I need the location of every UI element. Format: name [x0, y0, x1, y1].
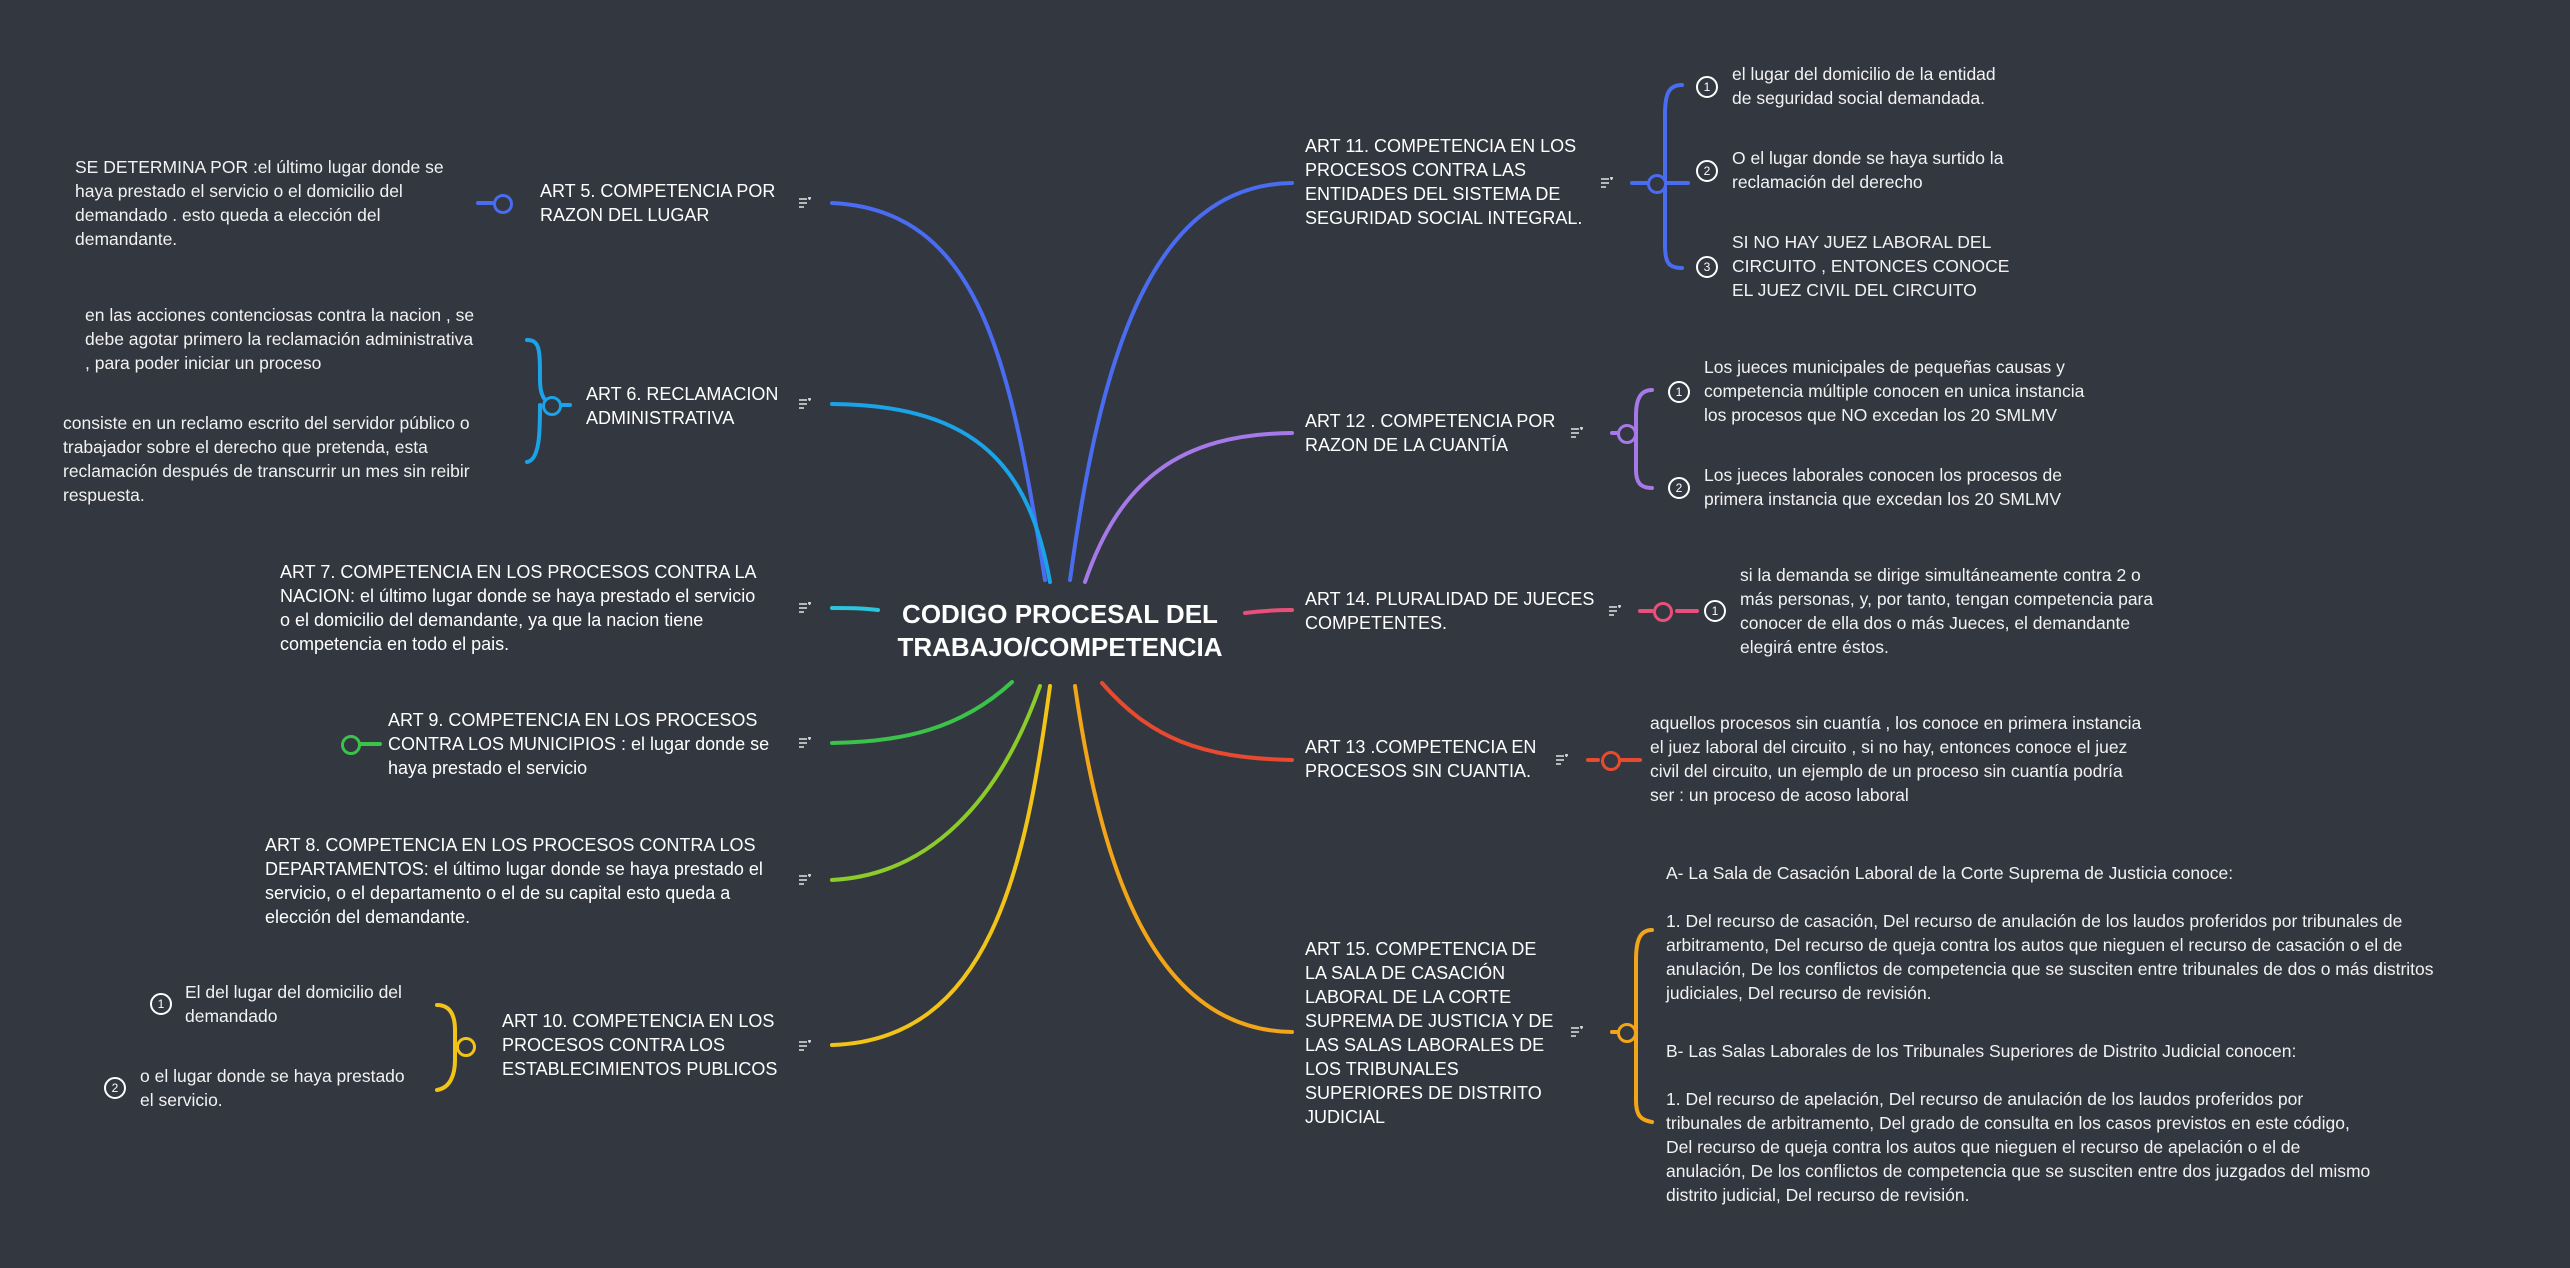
subtopic-art12-item-2[interactable]: Los jueces laborales conocen los proceso…	[1704, 465, 2062, 509]
note-icon[interactable]	[1570, 427, 1584, 439]
junction-dot-art9[interactable]	[341, 735, 361, 755]
number-badge-art11-1: 1	[1696, 76, 1718, 98]
topic-art14[interactable]: ART 14. PLURALIDAD DE JUECES COMPETENTES…	[1305, 589, 1595, 633]
junction-dot-art5[interactable]	[493, 194, 513, 214]
topic-art6[interactable]: ART 6. RECLAMACION ADMINISTRATIVA	[586, 384, 779, 428]
subtopic-art11-item-1[interactable]: el lugar del domicilio de la entidad de …	[1732, 64, 1996, 108]
junction-dot-art14[interactable]	[1653, 602, 1673, 622]
topic-art7[interactable]: ART 7. COMPETENCIA EN LOS PROCESOS CONTR…	[280, 562, 757, 654]
subtopic-art6-item-2[interactable]: consiste en un reclamo escrito del servi…	[63, 413, 470, 505]
subtopic-art11-item-3[interactable]: SI NO HAY JUEZ LABORAL DEL CIRCUITO , EN…	[1732, 232, 2010, 300]
number-badge-art11-2: 2	[1696, 160, 1718, 182]
note-icon[interactable]	[798, 737, 812, 749]
junction-dot-art13[interactable]	[1601, 751, 1621, 771]
note-icon[interactable]	[1570, 1026, 1584, 1038]
subtopic-art6-item-1[interactable]: en las acciones contenciosas contra la n…	[85, 305, 475, 373]
connector-art14	[1243, 608, 1294, 615]
junction-dot-art6[interactable]	[542, 396, 562, 416]
connector-art10	[830, 684, 1052, 1047]
topic-art11[interactable]: ART 11. COMPETENCIA EN LOS PROCESOS CONT…	[1305, 136, 1583, 228]
connector-art11	[1068, 181, 1294, 582]
junction-dot-art11[interactable]	[1647, 174, 1667, 194]
connector-art6	[830, 402, 1052, 584]
bracket-art12	[1634, 388, 1654, 490]
topic-art8[interactable]: ART 8. COMPETENCIA EN LOS PROCESOS CONTR…	[265, 835, 763, 927]
subtopic-art15-item-a[interactable]: A- La Sala de Casación Laboral de la Cor…	[1666, 863, 2434, 1003]
subtopic-art5-detail[interactable]: SE DETERMINA POR :el último lugar donde …	[75, 157, 444, 249]
topic-art12[interactable]: ART 12 . COMPETENCIA POR RAZON DE LA CUA…	[1305, 411, 1556, 455]
topic-art13[interactable]: ART 13 .COMPETENCIA EN PROCESOS SIN CUAN…	[1305, 737, 1537, 781]
subtopic-art11-item-2[interactable]: O el lugar donde se haya surtido la recl…	[1732, 148, 2004, 192]
connector-art5	[830, 201, 1047, 582]
note-icon[interactable]	[1608, 605, 1622, 617]
note-icon[interactable]	[798, 874, 812, 886]
note-icon[interactable]	[798, 602, 812, 614]
topic-art10[interactable]: ART 10. COMPETENCIA EN LOS PROCESOS CONT…	[502, 1011, 778, 1079]
junction-dot-art10[interactable]	[456, 1037, 476, 1057]
number-badge-art11-3: 3	[1696, 256, 1718, 278]
note-icon[interactable]	[798, 398, 812, 410]
bracket-art10	[435, 1003, 457, 1092]
topic-art5[interactable]: ART 5. COMPETENCIA POR RAZON DEL LUGAR	[540, 181, 776, 225]
subtopic-art13-detail[interactable]: aquellos procesos sin cuantía , los cono…	[1650, 713, 2142, 805]
subtopic-art14-item-1[interactable]: si la demanda se dirige simultáneamente …	[1740, 565, 2154, 657]
connector-art7	[830, 606, 880, 612]
junction-dot-art12[interactable]	[1617, 424, 1637, 444]
number-badge-art10-1: 1	[150, 993, 172, 1015]
junction-dot-art15[interactable]	[1617, 1023, 1637, 1043]
subtopic-art15-item-b[interactable]: B- Las Salas Laborales de los Tribunales…	[1666, 1041, 2371, 1205]
number-badge-art14-1: 1	[1704, 600, 1726, 622]
note-icon[interactable]	[798, 197, 812, 209]
connector-art8	[830, 684, 1042, 882]
connector-art12	[1083, 431, 1294, 584]
number-badge-art10-2: 2	[104, 1077, 126, 1099]
bracket-art15	[1634, 928, 1654, 1124]
central-topic[interactable]: CODIGO PROCESAL DEL TRABAJO/COMPETENCIA	[897, 599, 1223, 662]
topic-art9[interactable]: ART 9. COMPETENCIA EN LOS PROCESOS CONTR…	[388, 710, 770, 778]
bracket-art11	[1663, 83, 1684, 270]
subtopic-art12-item-1[interactable]: Los jueces municipales de pequeñas causa…	[1704, 357, 2085, 425]
connector-art15	[1073, 684, 1294, 1034]
subtopic-art10-item-2[interactable]: o el lugar donde se haya prestado el ser…	[140, 1066, 405, 1110]
note-icon[interactable]	[1600, 177, 1614, 189]
number-badge-art12-1: 1	[1668, 381, 1690, 403]
note-icon[interactable]	[798, 1040, 812, 1052]
number-badge-art12-2: 2	[1668, 477, 1690, 499]
topic-art15[interactable]: ART 15. COMPETENCIA DE LA SALA DE CASACI…	[1305, 939, 1554, 1127]
note-icon[interactable]	[1555, 754, 1569, 766]
subtopic-art10-item-1[interactable]: El del lugar del domicilio del demandado	[185, 982, 402, 1026]
connector-art9	[830, 680, 1014, 745]
connector-art13	[1100, 681, 1294, 762]
